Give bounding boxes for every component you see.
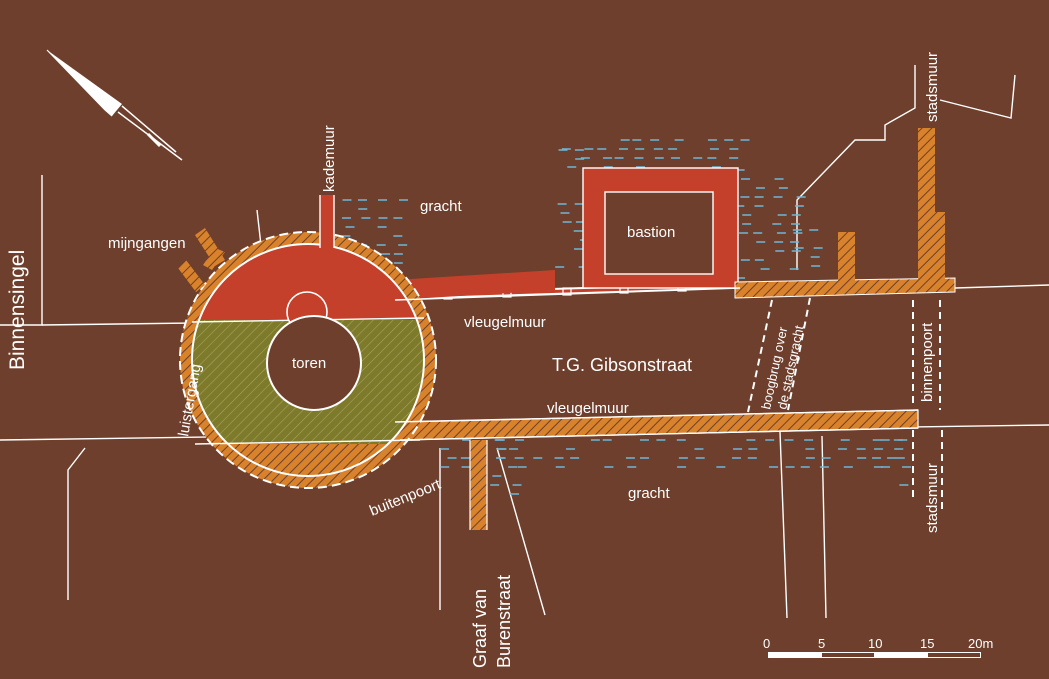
scale-tick-0: 0	[763, 636, 770, 651]
label-toren: toren	[292, 355, 326, 372]
orange-walls	[399, 128, 956, 530]
label-street: T.G. Gibsonstraat	[552, 355, 692, 375]
round-tower	[179, 231, 437, 489]
context-lines	[0, 65, 1049, 619]
scale-tick-5: 5	[818, 636, 825, 651]
label-mijngangen: mijngangen	[108, 235, 186, 252]
label-vleugelmuur-top: vleugelmuur	[464, 314, 546, 331]
quay-wall	[319, 195, 335, 250]
label-buitenpoort: buitenpoort	[367, 476, 444, 520]
bridge-outline	[747, 297, 943, 510]
label-graaf-1: Graaf van	[470, 589, 490, 668]
label-graaf-2: Burenstraat	[494, 575, 514, 668]
scale-tick-20: 20m	[968, 636, 993, 651]
north-arrow-icon	[46, 49, 183, 161]
label-gracht-top: gracht	[420, 198, 463, 215]
label-vleugelmuur-bottom: vleugelmuur	[547, 400, 629, 417]
label-kademuur: kademuur	[321, 125, 338, 192]
scale-tick-10: 10	[868, 636, 882, 651]
label-gracht-bottom: gracht	[628, 485, 671, 502]
scale-tick-15: 15	[920, 636, 934, 651]
red-wall-connection	[395, 270, 555, 300]
label-stadsmuur-top: stadsmuur	[924, 52, 941, 122]
bastion	[582, 167, 739, 289]
scale-bar: 0 5 10 15 20m	[763, 636, 993, 658]
label-bastion: bastion	[627, 224, 675, 241]
mine-galleries	[178, 228, 225, 292]
label-binnenpoort: binnenpoort	[919, 322, 936, 402]
wall-outlines	[394, 287, 919, 441]
label-stadsmuur-bottom: stadsmuur	[924, 463, 941, 533]
label-binnensingel: Binnensingel	[6, 250, 29, 370]
